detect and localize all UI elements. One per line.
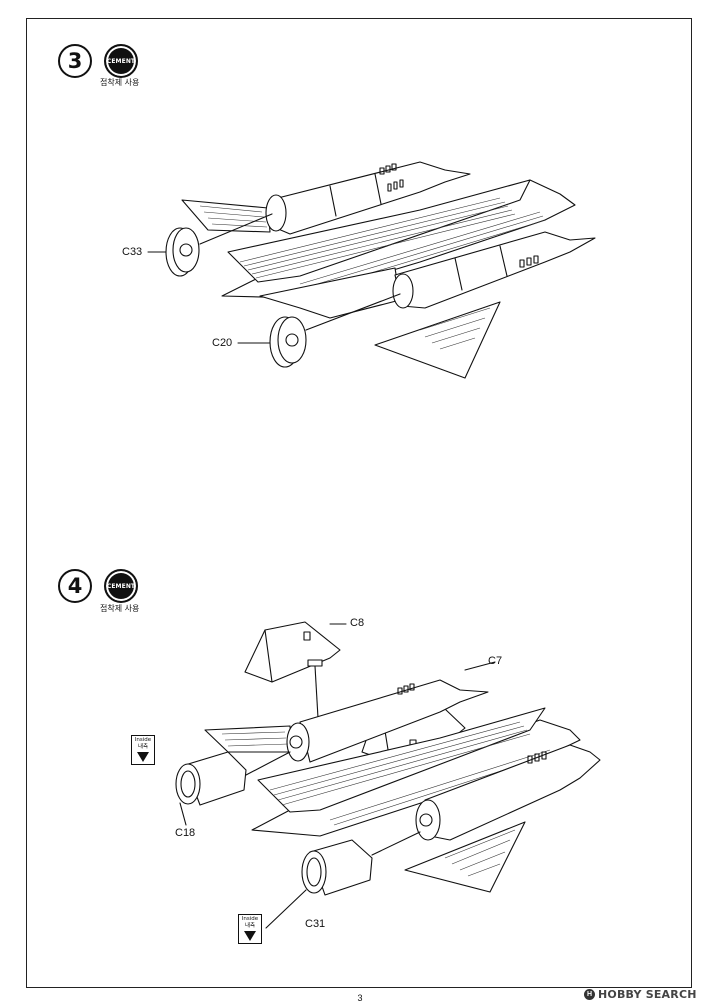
part-c18-nozzle xyxy=(175,751,291,826)
step-3-fuselage xyxy=(221,179,576,299)
part-c33-compressor xyxy=(147,213,273,277)
note-line1: Inside xyxy=(134,737,152,743)
hobby-search-logo-icon: H xyxy=(584,989,595,1000)
inside-paint-note: Inside 내측 xyxy=(131,735,155,765)
part-label-c7: C7 xyxy=(488,655,503,667)
part-label-c20: C20 xyxy=(212,337,233,349)
page-frame xyxy=(26,18,692,988)
cement-icon: CEMENT xyxy=(104,569,138,603)
watermark: H HOBBY SEARCH xyxy=(584,988,697,1001)
cement-badge-label: CEMENT xyxy=(106,582,136,590)
note-line2: 내측 xyxy=(137,744,149,750)
step-number: 3 xyxy=(58,44,92,78)
paint-triangle-icon xyxy=(137,752,149,762)
part-c31-nozzle xyxy=(265,831,421,929)
note-line2: 내측 xyxy=(244,923,256,929)
inside-paint-note: Inside 내측 xyxy=(238,914,262,944)
step-4-fuselage xyxy=(251,707,581,837)
step-4-left-nacelle xyxy=(204,661,496,763)
note-line1: Inside xyxy=(241,916,259,922)
cement-caption: 접착제 사용 xyxy=(100,604,140,613)
cement-caption: 접착제 사용 xyxy=(100,78,140,87)
part-c20-compressor xyxy=(237,293,401,368)
step-3-right-nacelle xyxy=(259,231,596,379)
step-number: 4 xyxy=(58,569,92,603)
cement-badge-label: CEMENT xyxy=(106,57,136,65)
step-4-right-nacelle xyxy=(404,744,601,893)
watermark-text: HOBBY SEARCH xyxy=(598,988,697,1001)
part-c8-spike-housing xyxy=(244,621,347,719)
part-label-c8: C8 xyxy=(350,617,365,629)
cement-icon: CEMENT xyxy=(104,44,138,78)
part-label-c31: C31 xyxy=(305,918,326,930)
part-label-c18: C18 xyxy=(175,827,196,839)
part-label-c33: C33 xyxy=(122,246,143,258)
page-number: 3 xyxy=(357,993,363,1003)
paint-triangle-icon xyxy=(244,931,256,941)
